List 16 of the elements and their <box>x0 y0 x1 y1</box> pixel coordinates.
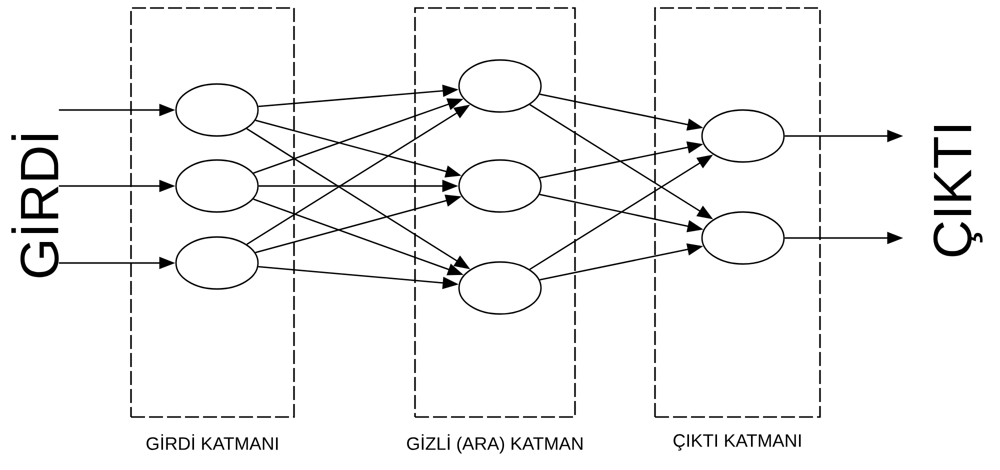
neuron-ellipse <box>175 159 259 213</box>
layer-box: GİZLİ (ARA) KATMAN <box>407 7 582 454</box>
neuron-ellipse <box>175 236 259 290</box>
side-label: ÇIKTI <box>933 126 983 256</box>
side-label: GİRDİ <box>11 134 59 278</box>
node-label: ÇIKTI KATMANI <box>674 434 801 451</box>
layer-box: ÇIKTI KATMANI <box>654 7 821 451</box>
neuron-ellipse <box>701 109 785 163</box>
neuron-ellipse <box>458 261 542 315</box>
layer-box: GİRDİ KATMANI <box>130 7 295 450</box>
node-label: GİZLİ (ARA) KATMAN <box>407 434 582 454</box>
node-label: GİRDİ KATMANI <box>146 434 278 450</box>
neuron-ellipse <box>701 211 785 265</box>
neuron-ellipse <box>175 83 259 137</box>
neuron-ellipse <box>458 159 542 213</box>
neuron-ellipse <box>458 59 542 113</box>
